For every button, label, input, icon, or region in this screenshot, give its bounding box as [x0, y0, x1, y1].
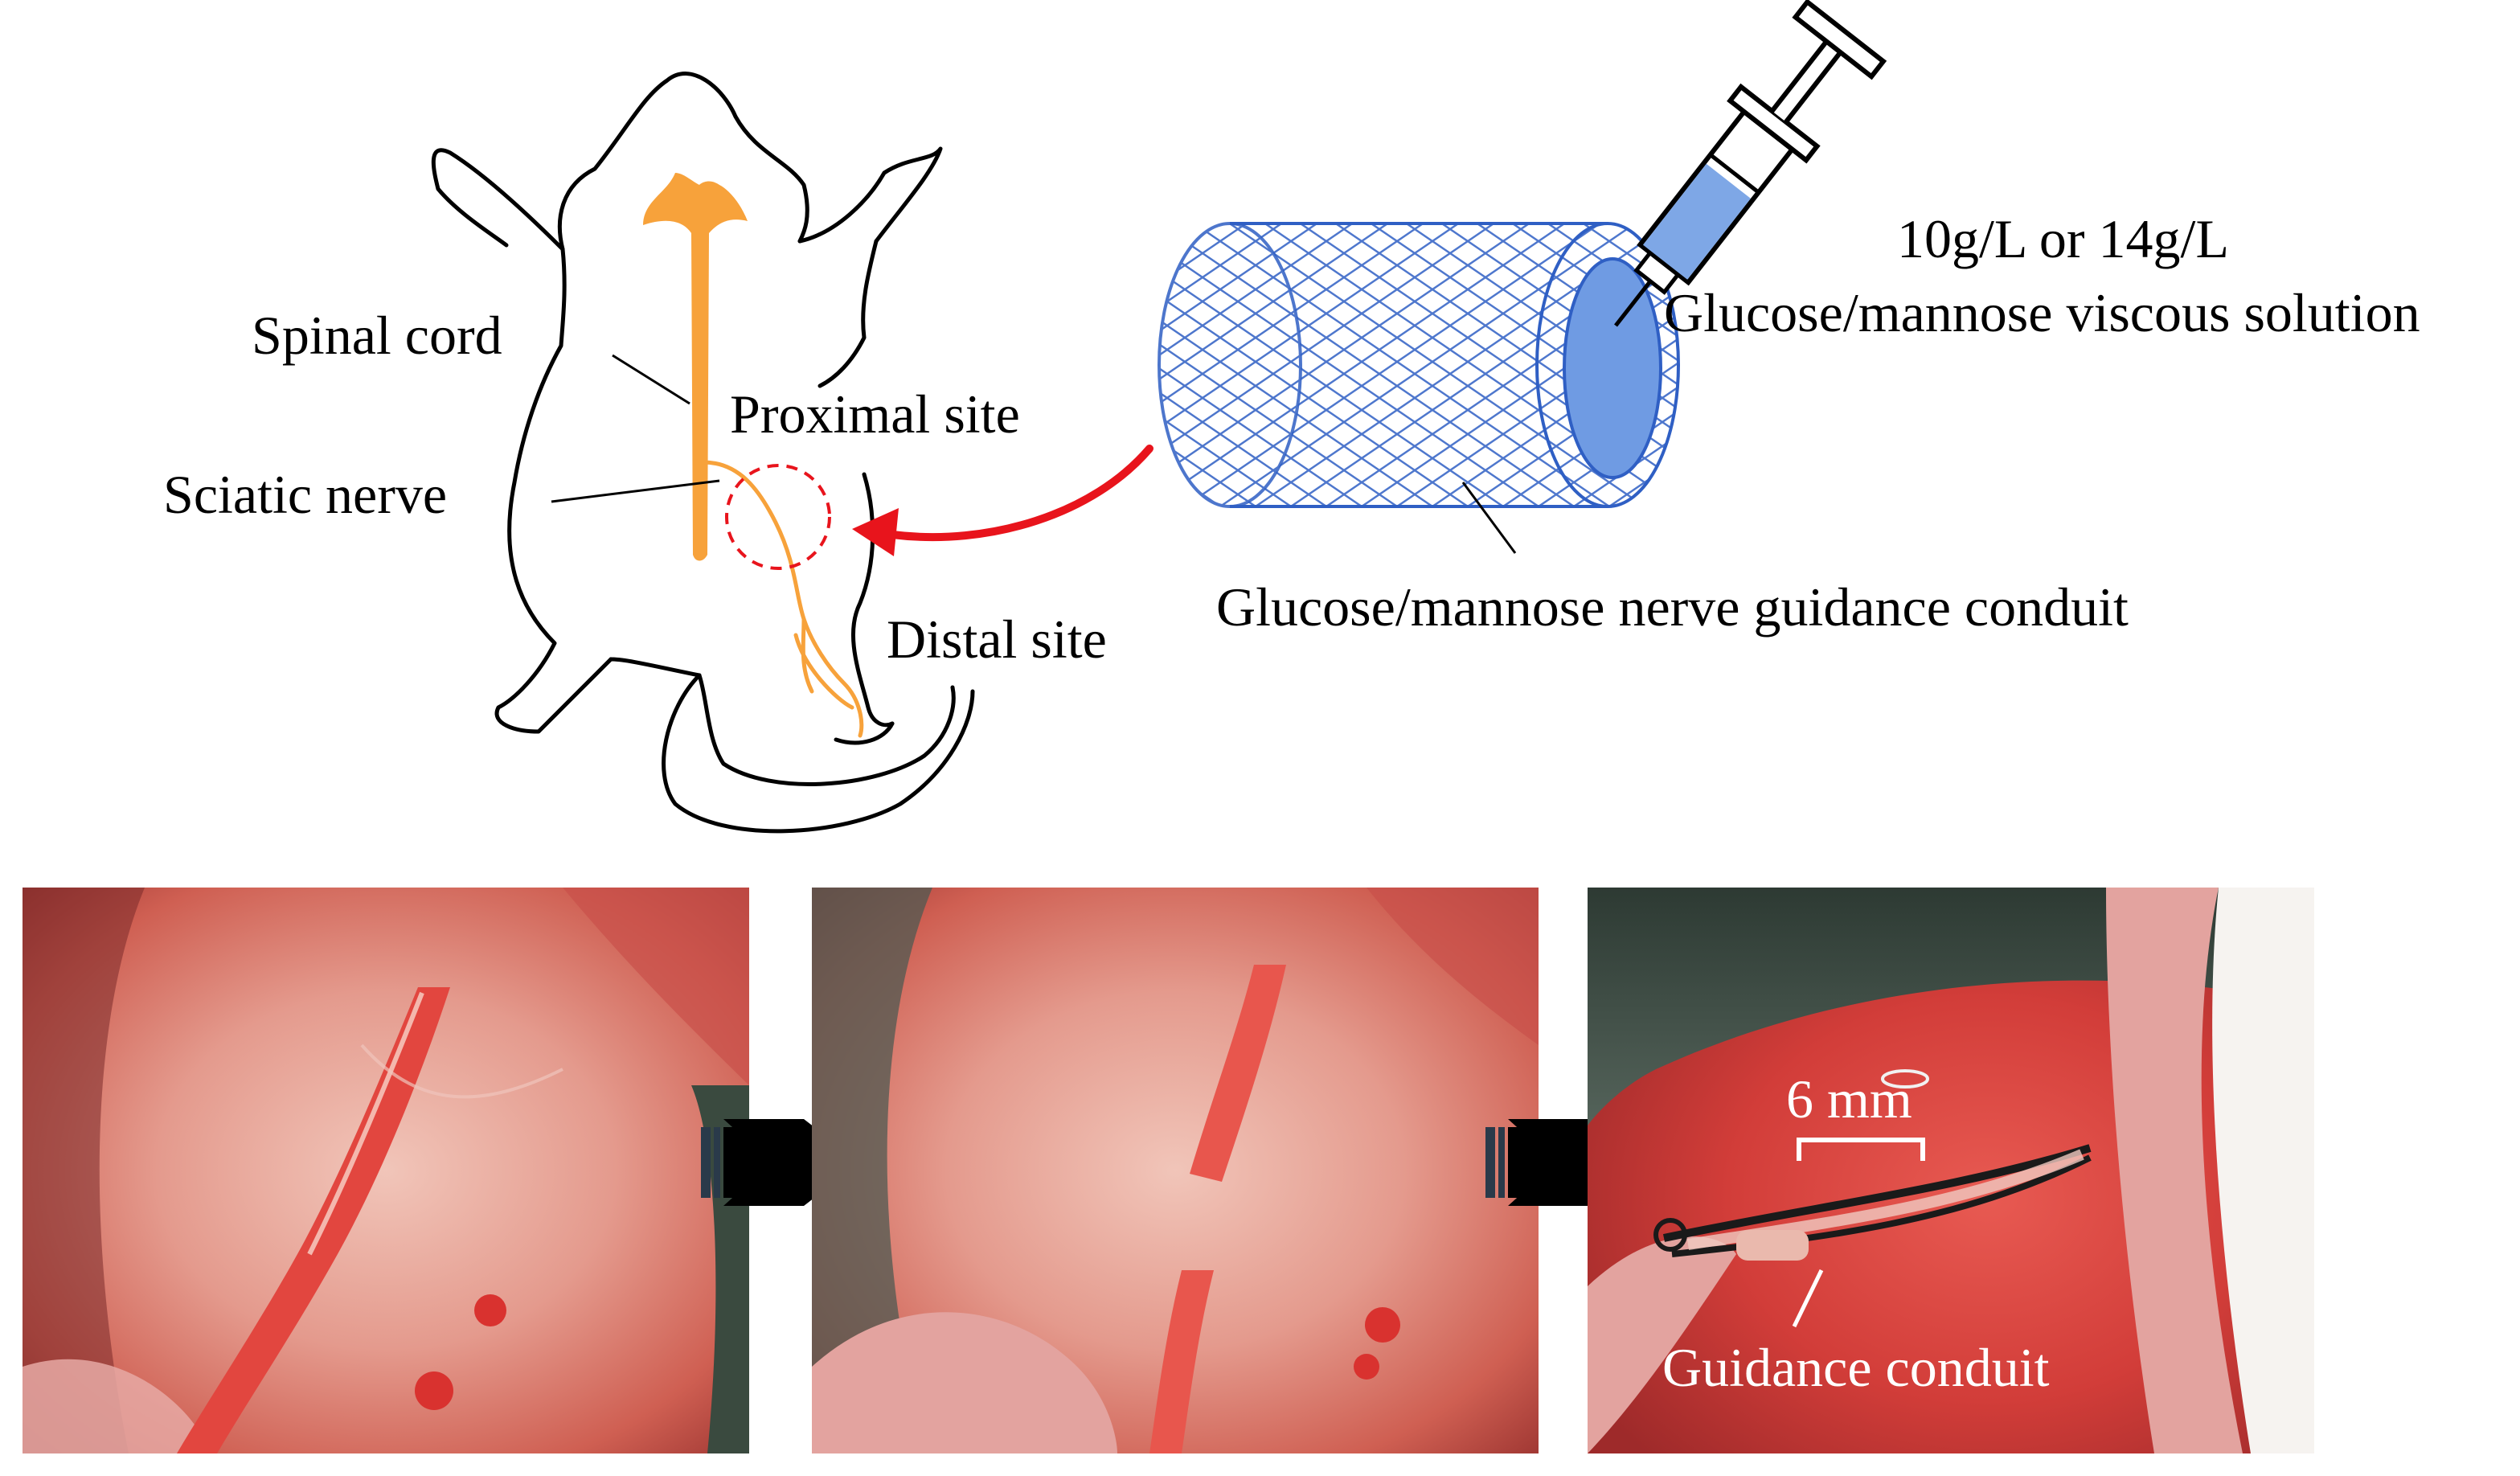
label-proximal-site: Proximal site — [730, 383, 1020, 445]
proximal-site-marker — [725, 464, 831, 570]
surgery-photo-conduit-implanted — [1588, 888, 2314, 1453]
spinal-cord-leader — [612, 354, 690, 405]
label-6mm: 6 mm — [1786, 1068, 1912, 1130]
measurement-bracket — [1797, 1138, 1925, 1161]
sciatic-nerve-leader — [551, 479, 720, 503]
syringe-icon — [1614, 0, 1887, 327]
spinal-cord-shape — [643, 173, 748, 561]
label-distal-site: Distal site — [887, 609, 1107, 670]
sciatic-nerve-shape — [701, 460, 864, 738]
label-sciatic-nerve: Sciatic nerve — [163, 464, 447, 525]
label-guidance-conduit-photo: Guidance conduit — [1662, 1337, 2050, 1398]
label-concentration: 10g/L or 14g/L — [1897, 208, 2229, 269]
red-arrow-icon — [852, 445, 1153, 556]
label-spinal-cord: Spinal cord — [252, 305, 502, 366]
conduit-illustration — [1158, 222, 1680, 508]
label-guidance-conduit: Glucose/mannose nerve guidance conduit — [1216, 576, 2129, 638]
conduit-leader — [1461, 482, 1517, 554]
conduit-photo-leader — [1792, 1269, 1824, 1328]
surgery-photo-nerve-transected — [812, 888, 1539, 1453]
surgery-photo-nerve-exposed — [23, 888, 749, 1453]
label-viscous-solution: Glucose/mannose viscous solution — [1664, 282, 2420, 343]
